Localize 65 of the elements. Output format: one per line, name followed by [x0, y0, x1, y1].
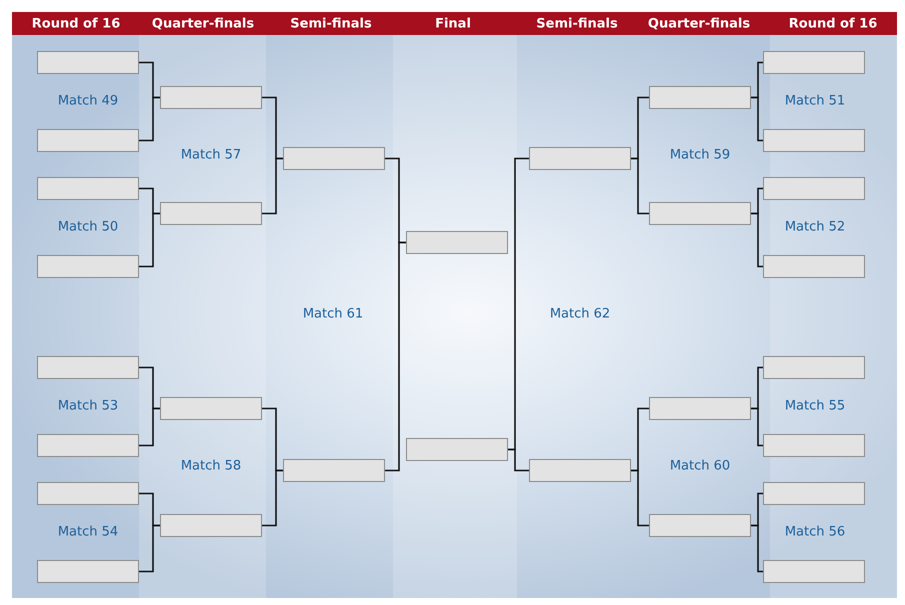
match-label: Match 50	[58, 220, 118, 234]
team-slot-box	[160, 86, 262, 109]
match-label: Match 55	[784, 398, 846, 414]
match-label: Match 61	[302, 306, 364, 322]
match-label: Match 54	[58, 524, 118, 540]
bracket-line	[631, 470, 649, 526]
match-label: Match 62	[550, 306, 610, 322]
team-slot-box	[763, 356, 865, 379]
bracket-line	[631, 158, 649, 214]
team-slot-box	[160, 514, 262, 537]
match-label: Match 59	[670, 148, 730, 162]
team-slot-box	[763, 51, 865, 74]
team-slot-box	[160, 397, 262, 420]
bracket-line	[139, 96, 160, 142]
team-slot-box	[37, 255, 139, 278]
column-header: Semi-finals	[536, 16, 618, 32]
team-slot-box	[763, 129, 865, 152]
team-slot-box	[649, 514, 751, 537]
column-header: Round of 16	[788, 16, 878, 32]
team-slot-box	[160, 202, 262, 225]
team-slot-box	[37, 356, 139, 379]
team-slot-box	[37, 51, 139, 74]
team-slot-box	[529, 147, 631, 170]
team-slot-box	[649, 86, 751, 109]
bracket-line	[139, 212, 160, 268]
bracket-line	[139, 524, 160, 572]
team-slot-box	[649, 397, 751, 420]
bracket-line	[751, 524, 763, 572]
match-label: Match 57	[180, 148, 242, 162]
team-slot-box	[283, 147, 385, 170]
match-label: Match 56	[784, 524, 846, 540]
team-slot-box	[37, 560, 139, 583]
column-header: Quarter-finals	[152, 16, 254, 32]
team-slot-box	[37, 434, 139, 457]
bracket-line	[508, 448, 529, 472]
team-slot-box	[283, 459, 385, 482]
column-header: Final	[435, 16, 471, 32]
team-slot-box	[763, 560, 865, 583]
team-slot-box	[529, 459, 631, 482]
bracket-line	[751, 212, 763, 268]
bracket-line	[751, 408, 763, 446]
column-header: Quarter-finals	[648, 16, 750, 32]
column-header: Round of 16	[32, 16, 120, 32]
bracket-line	[139, 408, 160, 446]
team-slot-box	[406, 231, 508, 254]
team-slot-box	[763, 177, 865, 200]
team-slot-box	[763, 434, 865, 457]
column-header: Semi-finals	[290, 16, 372, 32]
team-slot-box	[649, 202, 751, 225]
team-slot-box	[763, 482, 865, 505]
match-label: Match 52	[784, 220, 846, 234]
match-label: Match 58	[180, 458, 242, 474]
bracket-line	[385, 242, 406, 472]
match-label: Match 51	[784, 94, 846, 108]
match-label: Match 53	[58, 398, 118, 414]
match-label: Match 49	[58, 94, 118, 108]
bracket-line	[751, 96, 763, 142]
team-slot-box	[763, 255, 865, 278]
team-slot-box	[37, 129, 139, 152]
match-label: Match 60	[670, 458, 730, 474]
team-slot-box	[37, 482, 139, 505]
bracket-line	[262, 158, 283, 214]
team-slot-box	[37, 177, 139, 200]
bracket-line	[262, 470, 283, 526]
team-slot-box	[406, 438, 508, 461]
